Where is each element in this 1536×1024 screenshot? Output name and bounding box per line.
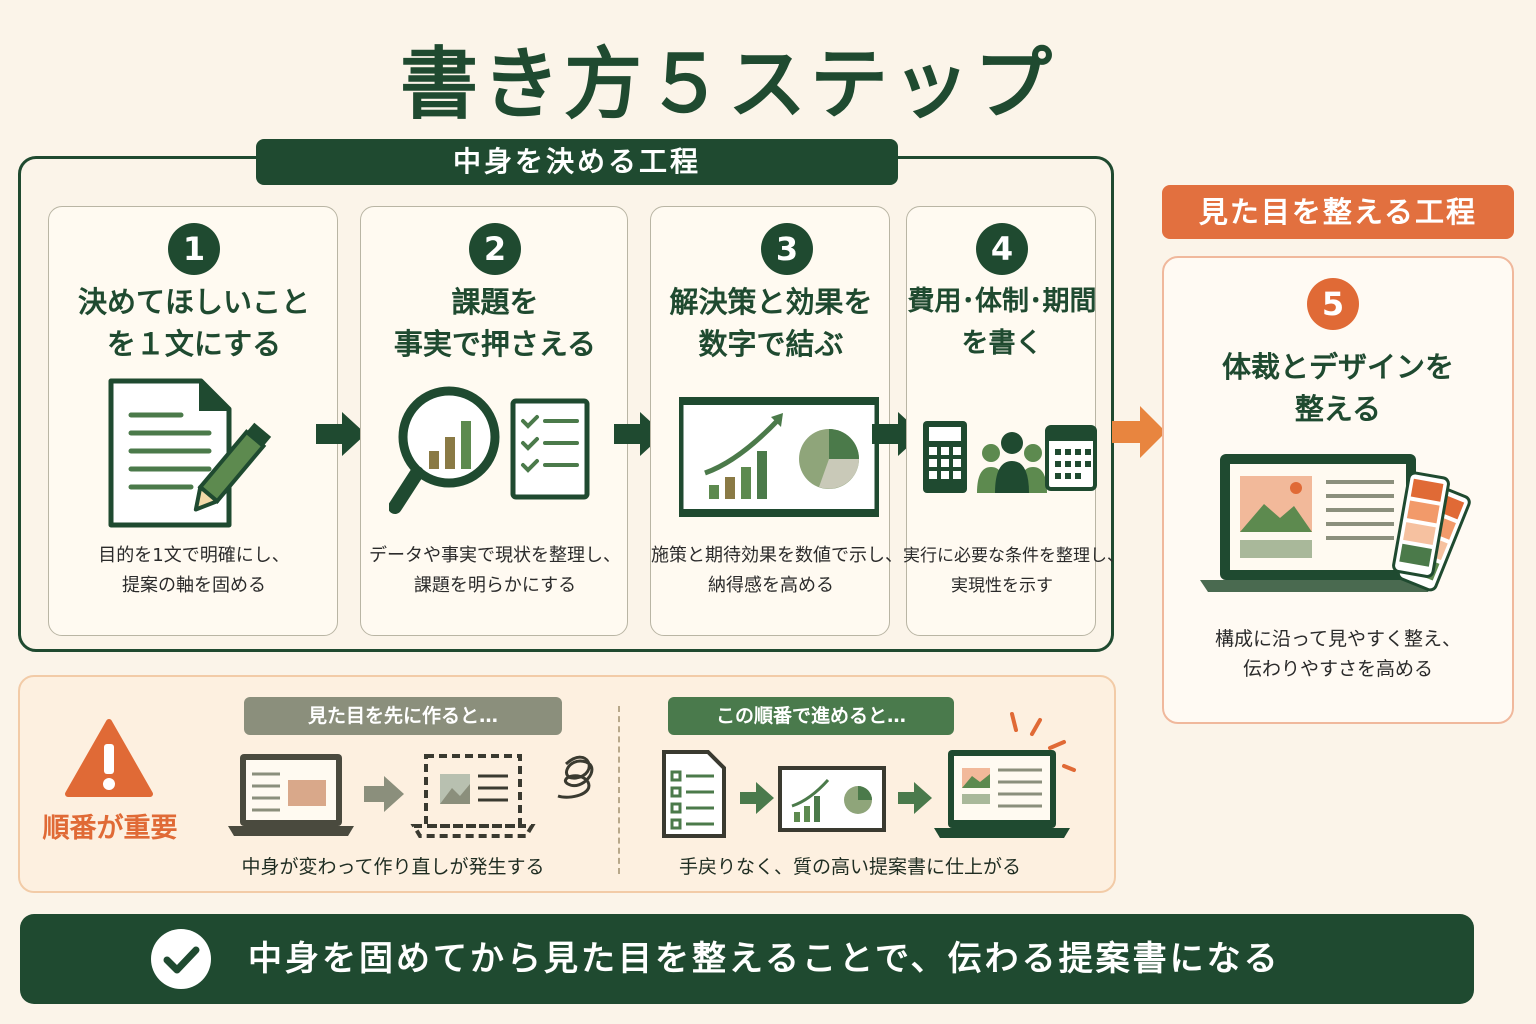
redo-flow-illustration (228, 754, 594, 838)
content-phase-banner: 中身を決める工程 (256, 139, 898, 185)
step-title-2-line1: 課題を (451, 285, 539, 319)
step-title-1-line2: を１文にする (106, 327, 282, 361)
broken-layout-icon (410, 754, 536, 838)
order-important-label: 順番が重要 (42, 813, 178, 844)
arrow-right-icon (316, 412, 366, 456)
step-desc-3-line2: 納得感を高める (708, 575, 834, 596)
smooth-flow-illustration (662, 712, 1076, 838)
step-desc-4-line1: 実行に必要な条件を整理し、 (903, 546, 1124, 566)
page-title: 書き方５ステップ (399, 40, 1056, 130)
step-desc-1-line2: 提案の軸を固める (122, 575, 266, 596)
step-title-3-line1: 解決策と効果を (669, 285, 873, 319)
step-title-4-line1: 費用･体制･期間 (907, 286, 1097, 317)
step-title-4: 費用･体制･期間 を書く (897, 281, 1107, 365)
bad-order-tag: 見た目を先に作ると… (244, 697, 562, 735)
step-number-3: 3 (761, 223, 813, 275)
step-desc-1-line1: 目的を1文で明確にし、 (98, 545, 290, 566)
design-phase-banner: 見た目を整える工程 (1162, 185, 1514, 239)
step-card-4: 4 費用･体制･期間 を書く 実行に必要な条件を整理し、 実現性を示す (903, 206, 1124, 636)
checklist-doc-icon (662, 750, 726, 838)
step-desc-2-line2: 課題を明らかにする (413, 575, 577, 596)
arrow-right-icon (898, 782, 932, 814)
step-number-5: 5 (1307, 278, 1359, 330)
laptop-icon (228, 754, 354, 836)
step-title-5: 体裁とデザインを 整える (1164, 346, 1512, 430)
step-title-3: 解決策と効果を 数字で結ぶ (641, 281, 901, 365)
step-desc-3: 施策と期待効果を数値で示し、 納得感を高める (651, 541, 903, 601)
step-number-4: 4 (976, 223, 1028, 275)
laptop-palette-icon (1200, 454, 1471, 592)
document-pencil-icon (108, 378, 272, 528)
step-title-2: 課題を 事実で押さえる (361, 281, 629, 365)
step-desc-1: 目的を1文で明確にし、 提案の軸を固める (49, 541, 339, 601)
step-desc-5-line1: 構成に沿って見やすく整え、 (1214, 628, 1462, 650)
magnifier-checklist-icon (389, 386, 590, 514)
arrow-right-orange-icon (1112, 406, 1166, 458)
panel-divider (618, 706, 620, 874)
step-card-2: 2 課題を 事実で押さえる データや事実で現状を整理し、 課題を明らかにする (360, 206, 628, 636)
conclusion-bar (20, 914, 1474, 1004)
arrow-right-icon (364, 776, 404, 812)
arrow-right-icon (740, 782, 774, 814)
laptop-done-icon (934, 712, 1076, 838)
calculator-team-calendar-icon (923, 421, 1097, 493)
step-card-5: 5 体裁とデザインを 整える 構成に沿って見やすく整え、 伝わりやすさを高める (1162, 256, 1514, 724)
step-number-2: 2 (469, 223, 521, 275)
step-desc-3-line1: 施策と期待効果を数値で示し、 (651, 545, 903, 566)
good-order-tag: この順番で進めると… (668, 697, 954, 735)
step-title-4-line2: を書く (961, 328, 1043, 359)
check-circle-icon (151, 929, 211, 989)
step-number-1: 1 (168, 223, 220, 275)
presentation-chart-icon (679, 397, 879, 517)
confusion-scribble-icon (557, 755, 594, 799)
warning-icon (65, 719, 153, 797)
step-desc-5: 構成に沿って見やすく整え、 伝わりやすさを高める (1164, 624, 1512, 684)
step-desc-5-line2: 伝わりやすさを高める (1242, 658, 1433, 680)
step-title-5-line1: 体裁とデザインを (1221, 350, 1454, 384)
step-card-3: 3 解決策と効果を 数字で結ぶ 施策と期待効果を数値で示し、 納得感を高める (650, 206, 903, 636)
step-title-2-line2: 事実で押さえる (393, 327, 597, 361)
chart-board-icon (778, 766, 886, 832)
step-desc-4-line2: 実現性を示す (951, 576, 1053, 596)
step-desc-4: 実行に必要な条件を整理し、 実現性を示す (903, 541, 1124, 601)
step-title-5-line2: 整える (1294, 392, 1382, 426)
conclusion-text: 中身を固めてから見た目を整えることで、伝わる提案書になる (248, 939, 1281, 979)
step-card-1: 1 決めてほしいこと を１文にする 目的を1文で明確にし、 提案の軸を固める (48, 206, 338, 636)
step-title-1: 決めてほしいこと を１文にする (49, 281, 339, 365)
step-title-1-line1: 決めてほしいこと (77, 285, 310, 319)
good-order-caption: 手戻りなく、質の高い提案書に仕上がる (678, 856, 1021, 878)
step-desc-2-line1: データや事実で現状を整理し、 (369, 545, 621, 566)
step-desc-2: データや事実で現状を整理し、 課題を明らかにする (361, 541, 629, 601)
step-title-3-line2: 数字で結ぶ (698, 327, 844, 361)
bad-order-caption: 中身が変わって作り直しが発生する (241, 856, 545, 878)
